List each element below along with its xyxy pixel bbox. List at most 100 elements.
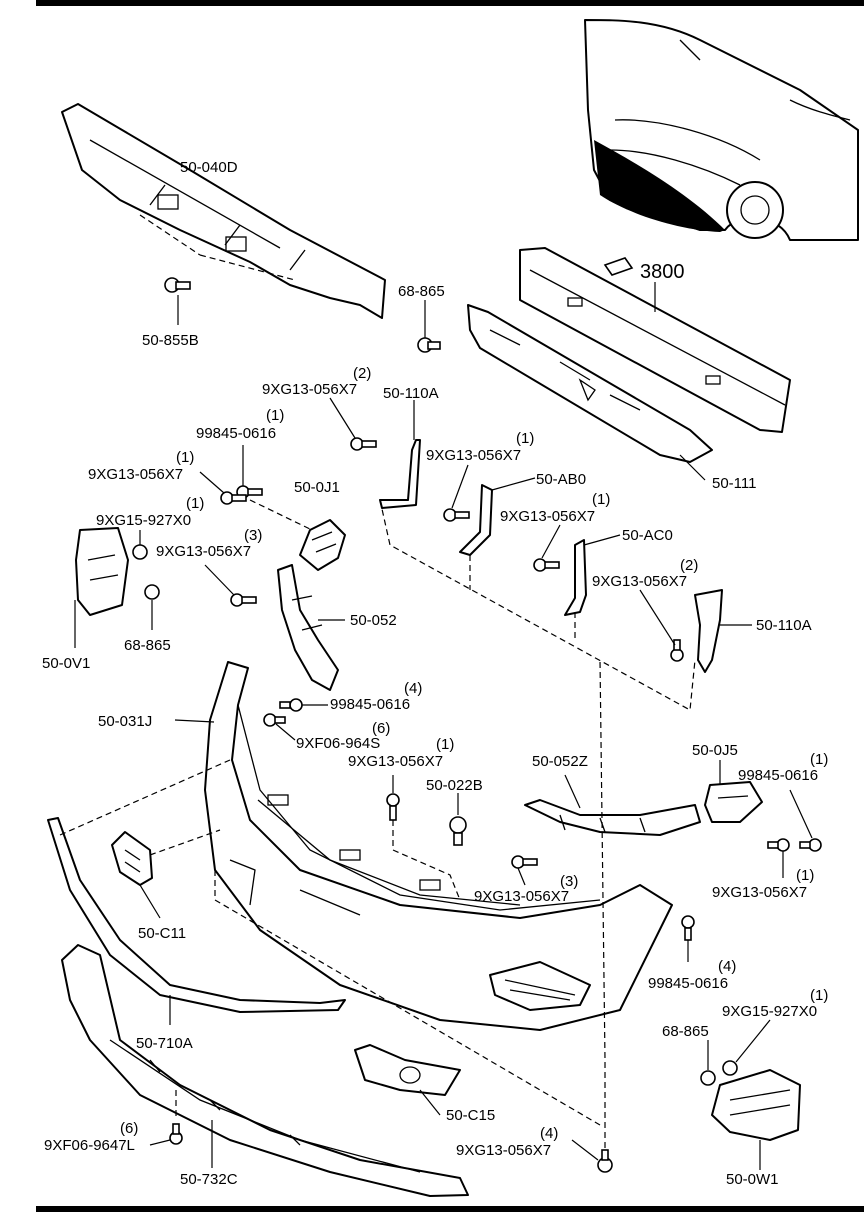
- leader-line: [735, 1019, 771, 1063]
- guide-line: [599, 659, 606, 1148]
- leader-line: [564, 774, 581, 809]
- leader-line: [174, 719, 215, 723]
- label-50-052: 50-052: [350, 612, 397, 629]
- label-50-0v1: 50-0V1: [42, 655, 90, 672]
- label-9xg13-3-left: 9XG13-056X7: [156, 543, 251, 560]
- label-qty-1-9xg13-c: (1): [592, 491, 610, 508]
- bracket-50-052: [277, 564, 339, 691]
- label-9xg13-c: 9XG13-056X7: [500, 508, 595, 525]
- label-68-865-top: 68-865: [398, 283, 445, 300]
- bolt-3-center-icon: [511, 855, 538, 869]
- bezel-50-c11: [111, 831, 153, 886]
- label-50-ac0: 50-AC0: [622, 527, 673, 544]
- label-9xg13-a: 9XG13-056X7: [426, 447, 521, 464]
- label-50-111: 50-111: [712, 475, 756, 492]
- leader-line: [491, 477, 536, 491]
- label-50-710a: 50-710A: [136, 1035, 193, 1052]
- bracket-50-0v1: [75, 527, 129, 616]
- bracket-50-110a-right: [694, 589, 723, 673]
- label-qty-1-9xg13-b: (1): [176, 449, 194, 466]
- clip-50-022b-icon: [449, 816, 467, 846]
- label-9xg13-4-lower: 9XG13-056X7: [456, 1142, 551, 1159]
- label-qty-1-99845-upper: (1): [266, 407, 284, 424]
- label-9xg13-b: 9XG13-056X7: [88, 466, 183, 483]
- leader-line: [583, 534, 621, 546]
- leader-line: [679, 454, 706, 481]
- leader-line: [451, 464, 469, 509]
- guide-line: [249, 499, 313, 531]
- label-qty-2-left: (2): [353, 365, 371, 382]
- guide-line: [199, 254, 296, 281]
- clip-68-865-left-icon: [144, 584, 160, 600]
- leader-line: [199, 471, 225, 494]
- clip-3800-icon: [603, 257, 634, 276]
- label-50-110a-upper: 50-110A: [383, 385, 439, 402]
- label-68-865-left: 68-865: [124, 637, 171, 654]
- label-50-855b: 50-855B: [142, 332, 199, 349]
- label-99845-upper: 99845-0616: [196, 425, 276, 442]
- bolt-4-99845-lower-icon: [681, 915, 695, 941]
- label-qty-1-9xg15-right: (1): [810, 987, 828, 1004]
- label-99845-lower: 99845-0616: [648, 975, 728, 992]
- top-border: [36, 0, 864, 6]
- spoiler-50-732c: [61, 944, 469, 1197]
- leader-line: [275, 723, 296, 741]
- label-9xg13-right: 9XG13-056X7: [712, 884, 807, 901]
- label-9xg13-center: 9XG13-056X7: [348, 753, 443, 770]
- screw-6-icon: [263, 713, 286, 727]
- leader-line: [789, 789, 813, 839]
- vehicle-reference-icon: [584, 19, 859, 241]
- label-50-ab0: 50-AB0: [536, 471, 586, 488]
- bolt-9xg13-right-icon: [767, 838, 790, 852]
- bracket-50-ac0: [564, 539, 587, 616]
- label-qty-2-right: (2): [680, 557, 698, 574]
- bolt-center-icon: [386, 793, 400, 821]
- bracket-50-0w1: [711, 1069, 801, 1141]
- bolt-ac0-icon: [533, 558, 560, 572]
- label-68-865-right: 68-865: [662, 1023, 709, 1040]
- label-50-0j1: 50-0J1: [294, 479, 340, 496]
- bracket-50-ab0: [459, 484, 493, 556]
- label-50-110a-right: 50-110A: [756, 617, 812, 634]
- leader-line: [139, 884, 161, 919]
- bolt-99845-right-icon: [799, 838, 822, 852]
- guide-line: [469, 555, 576, 640]
- bolt-left-a-icon: [220, 491, 247, 505]
- label-50-031j: 50-031J: [98, 713, 152, 730]
- clip-68-865-top-icon: [417, 337, 441, 353]
- label-qty-4-99845-lower: (4): [718, 958, 736, 975]
- lower-energy-absorber: [467, 304, 713, 463]
- leader-line: [329, 397, 356, 439]
- bracket-50-0j5: [704, 781, 763, 823]
- bolt-right-2-icon: [670, 639, 684, 662]
- molding-50-710a: [47, 817, 346, 1013]
- guide-line: [379, 499, 696, 711]
- label-qty-6-screw: (6): [372, 720, 390, 737]
- label-99845-4: 99845-0616: [330, 696, 410, 713]
- label-50-040d: 50-040D: [180, 159, 238, 176]
- label-qty-1-center: (1): [436, 736, 454, 753]
- leader-line: [571, 1139, 599, 1161]
- label-qty-1-99845-right: (1): [810, 751, 828, 768]
- upper-energy-absorber: [61, 103, 386, 319]
- label-qty-1-9xg13-a: (1): [516, 430, 534, 447]
- label-50-732c: 50-732C: [180, 1171, 238, 1188]
- bolt-left-3-icon: [230, 593, 257, 607]
- label-qty-3-center: (3): [560, 873, 578, 890]
- nut-left-icon: [132, 544, 148, 560]
- guide-line: [59, 759, 231, 836]
- leader-line: [149, 1139, 171, 1146]
- label-9xf06-9647l: 9XF06-9647L: [44, 1137, 135, 1154]
- leader-line: [639, 589, 676, 646]
- label-qty-6-lower: (6): [120, 1120, 138, 1137]
- bolt-ab0-icon: [443, 508, 470, 522]
- label-50-c11: 50-C11: [138, 925, 186, 942]
- bracket-50-052z: [524, 799, 701, 836]
- label-9xg15-right: 9XG15-927X0: [722, 1003, 817, 1020]
- bezel-50-c15: [354, 1044, 461, 1096]
- label-50-c15: 50-C15: [446, 1107, 495, 1124]
- bolt-4-lower-icon: [597, 1149, 613, 1173]
- clip-68-865-right-icon: [700, 1070, 716, 1086]
